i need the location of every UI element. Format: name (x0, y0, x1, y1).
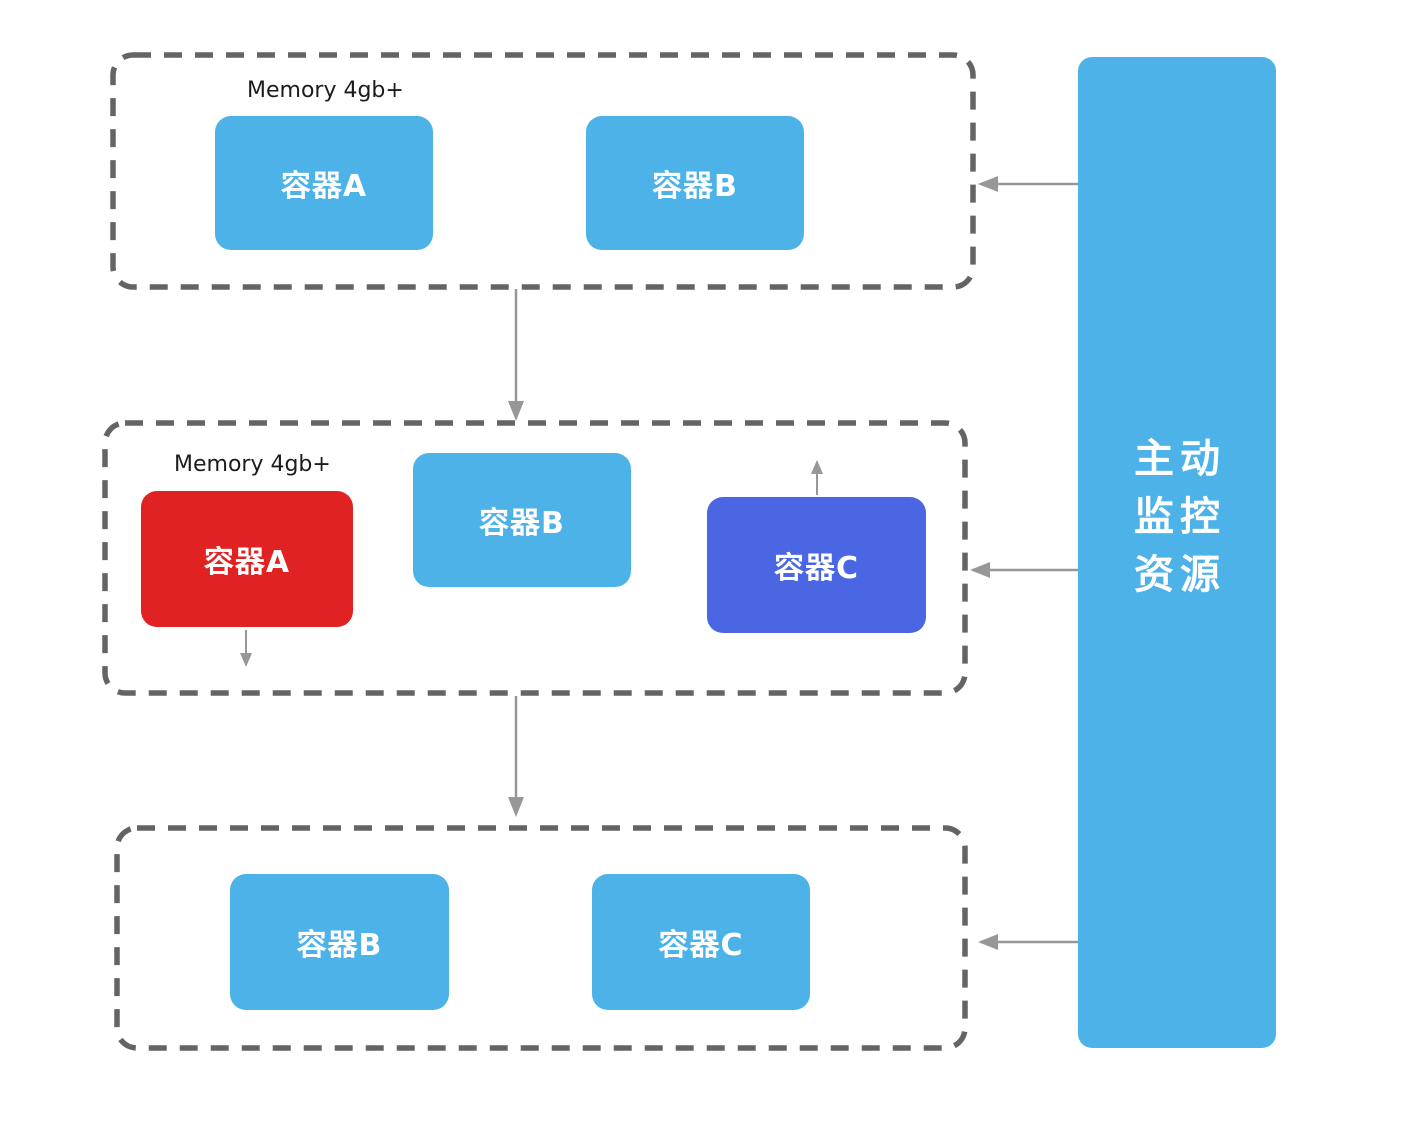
container-label: 容器C (658, 928, 744, 963)
container-label: 容器A (280, 169, 368, 204)
container-middle-c: 容器C (707, 497, 926, 633)
container-label: 容器C (773, 551, 860, 586)
monitor-line: 资源 (1134, 551, 1226, 598)
container-top-a: 容器A (215, 116, 433, 250)
monitor-line: 监控 (1134, 493, 1226, 540)
container-label: 容器A (203, 545, 291, 580)
container-bottom-b: 容器B (230, 874, 449, 1010)
container-label: 容器B (296, 928, 383, 963)
container-middle-a: 容器A (141, 491, 353, 627)
container-top-b: 容器B (586, 116, 804, 250)
monitor-line: 主动 (1134, 435, 1226, 482)
monitor-panel: 主动 监控 资源 (1078, 57, 1276, 1048)
container-label: 容器B (652, 169, 738, 204)
monitor-panel-text: 主动 监控 资源 (1128, 438, 1226, 596)
container-bottom-c: 容器C (592, 874, 810, 1010)
memory-label-group-2: Memory 4gb+ (174, 452, 331, 477)
container-label: 容器B (479, 506, 565, 541)
memory-label-group-1: Memory 4gb+ (247, 78, 404, 103)
container-middle-b: 容器B (413, 453, 631, 587)
